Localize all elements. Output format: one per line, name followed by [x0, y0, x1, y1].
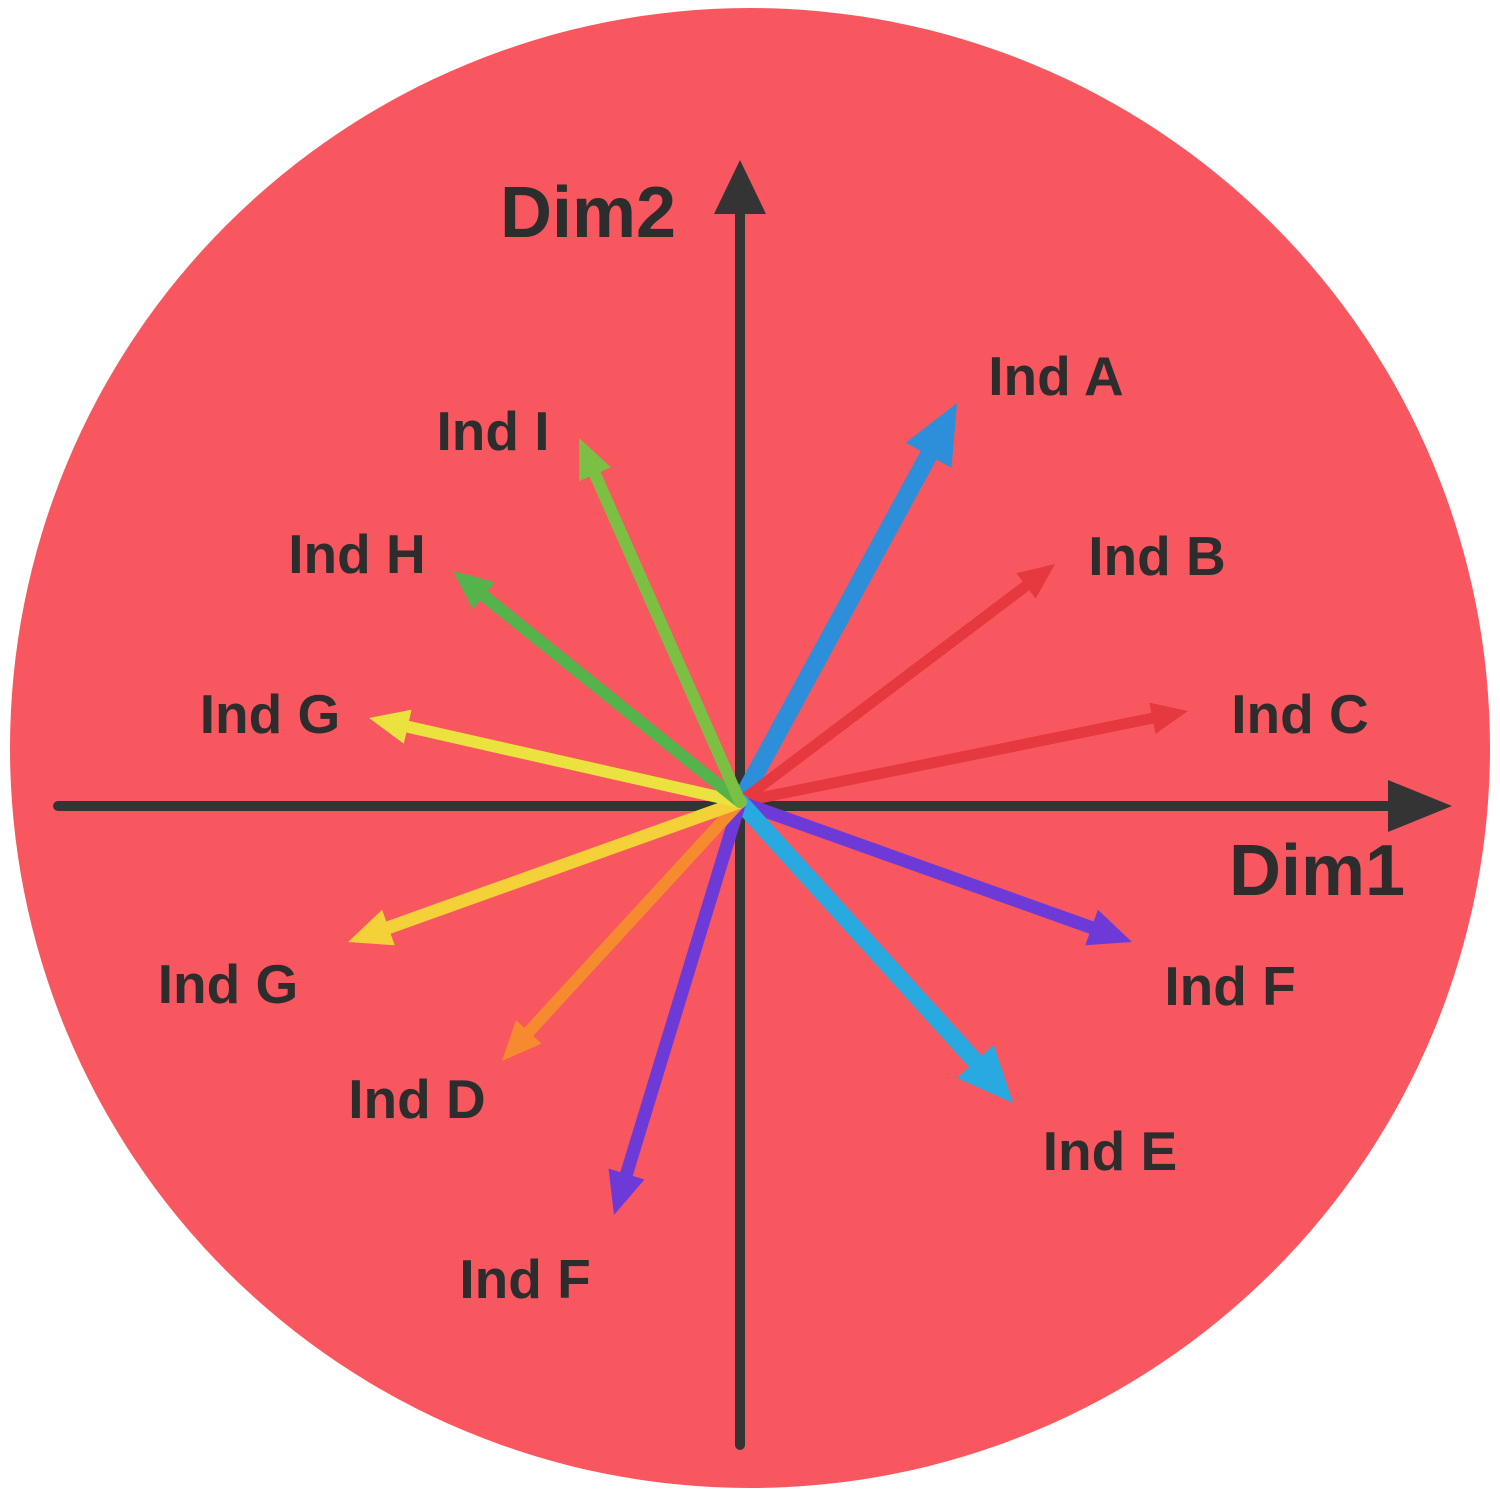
y-axis-arrowhead-icon — [714, 160, 766, 214]
x-axis-arrowhead-icon — [1388, 780, 1452, 832]
vector-shaft-ind-a-0 — [731, 446, 938, 811]
vector-arrowhead-icon-ind-e-4 — [957, 1044, 1013, 1103]
vector-shaft-ind-e-4 — [731, 793, 984, 1070]
vector-arrowhead-icon-ind-f-5 — [608, 1168, 645, 1215]
vector-label-ind-a-0: Ind A — [988, 345, 1123, 407]
vector-shaft-ind-f-3 — [733, 795, 1099, 935]
vector-arrowhead-icon-ind-a-0 — [905, 403, 957, 468]
x-axis-label: Dim1 — [1229, 831, 1405, 911]
vector-shaft-ind-g-7 — [381, 795, 747, 935]
vector-label-ind-c-2: Ind C — [1231, 683, 1368, 745]
vector-label-ind-g-7: Ind G — [158, 953, 299, 1015]
vector-label-ind-b-1: Ind B — [1088, 525, 1225, 587]
vector-shaft-ind-i-10 — [589, 468, 746, 808]
vector-shaft-ind-b-1 — [734, 580, 1032, 808]
y-axis-label: Dim2 — [500, 173, 676, 253]
vector-label-ind-i-10: Ind I — [436, 400, 549, 462]
vector-label-ind-d-6: Ind D — [348, 1068, 485, 1130]
vector-group: Ind A Ind B Ind C Ind F Ind E Ind F Ind D Ind G… — [158, 345, 1369, 1310]
vector-arrowhead-icon-ind-i-10 — [579, 438, 611, 482]
vector-arrowhead-icon-ind-c-2 — [1149, 702, 1188, 734]
vector-label-ind-f-3: Ind F — [1164, 955, 1295, 1017]
vector-shaft-ind-g-8 — [401, 720, 746, 808]
vector-arrowhead-icon-ind-g-7 — [348, 909, 395, 946]
vector-arrowhead-icon-ind-b-1 — [1016, 564, 1055, 599]
vector-label-ind-h-9: Ind H — [288, 523, 425, 585]
vector-arrowhead-icon-ind-d-6 — [502, 1020, 542, 1061]
vector-shaft-ind-f-5 — [620, 795, 747, 1181]
vector-label-ind-f-5: Ind F — [459, 1248, 590, 1310]
vector-arrowhead-icon-ind-h-9 — [453, 571, 495, 610]
vector-arrowhead-icon-ind-g-8 — [369, 709, 412, 744]
vector-shaft-ind-c-2 — [734, 712, 1158, 808]
vector-shaft-ind-h-9 — [477, 589, 746, 808]
background-circle — [10, 8, 1490, 1488]
vector-shaft-ind-d-6 — [522, 796, 746, 1038]
vector-arrowhead-icon-ind-f-3 — [1085, 909, 1132, 946]
vector-label-ind-g-8: Ind G — [200, 683, 341, 745]
vector-label-ind-e-4: Ind E — [1043, 1120, 1177, 1182]
